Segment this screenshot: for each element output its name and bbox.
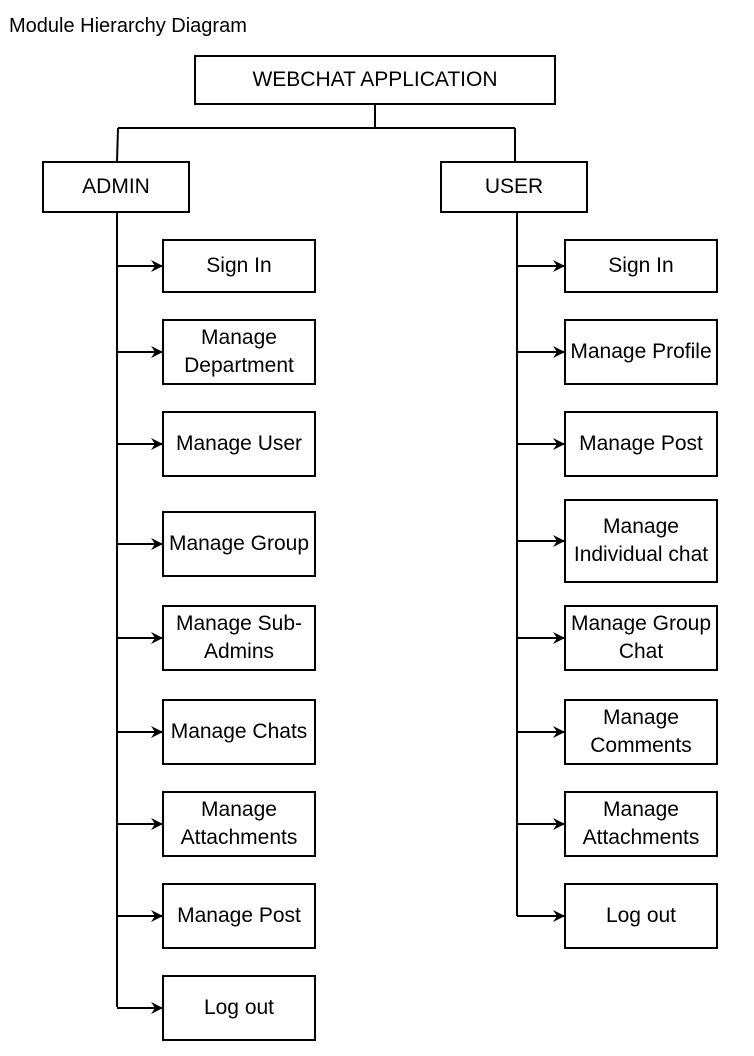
user-module-label: Manage Individual chat	[573, 515, 709, 566]
admin-module-label: Manage Post	[177, 904, 301, 927]
user-module-label: Manage Profile	[570, 340, 712, 363]
admin-arrows	[117, 260, 163, 1014]
root-label: WEBCHAT APPLICATION	[252, 68, 498, 91]
user-module-box: Manage Comments	[564, 699, 718, 765]
admin-module-box: Manage Chats	[162, 699, 316, 765]
user-module-box: Manage Post	[564, 411, 718, 477]
admin-module-label: Manage Sub-Admins	[175, 612, 303, 663]
user-module-label: Log out	[605, 904, 677, 927]
user-arrows	[517, 260, 565, 922]
admin-module-box: Manage Group	[162, 511, 316, 577]
admin-module-box: Manage Department	[162, 319, 316, 385]
admin-module-label: Log out	[203, 996, 275, 1019]
admin-module-box: Manage Attachments	[162, 791, 316, 857]
user-module-box: Log out	[564, 883, 718, 949]
admin-module-label: Manage Attachments	[180, 798, 298, 849]
user-module-box: Manage Group Chat	[564, 605, 718, 671]
admin-module-box: Manage User	[162, 411, 316, 477]
user-module-box: Sign In	[564, 239, 718, 293]
user-module-box: Manage Attachments	[564, 791, 718, 857]
root-box: WEBCHAT APPLICATION	[194, 55, 556, 105]
admin-module-box: Log out	[162, 975, 316, 1041]
admin-label: ADMIN	[82, 175, 150, 198]
user-module-label: Sign In	[608, 254, 674, 277]
user-module-label: Manage Comments	[590, 706, 692, 757]
user-box: USER	[440, 161, 588, 213]
admin-module-label: Manage User	[175, 432, 303, 455]
user-module-label: Manage Group Chat	[570, 612, 712, 663]
diagram-title: Module Hierarchy Diagram	[9, 15, 247, 37]
admin-box: ADMIN	[42, 161, 190, 213]
user-module-box: Manage Profile	[564, 319, 718, 385]
admin-module-label: Sign In	[206, 254, 272, 277]
admin-module-label: Manage Department	[184, 326, 294, 377]
admin-module-label: Manage Group	[168, 532, 310, 555]
admin-module-label: Manage Chats	[170, 720, 308, 743]
admin-module-box: Manage Post	[162, 883, 316, 949]
user-label: USER	[484, 175, 544, 198]
user-module-label: Manage Attachments	[582, 798, 700, 849]
user-module-box: Manage Individual chat	[564, 499, 718, 583]
admin-connector	[116, 127, 119, 163]
admin-module-box: Manage Sub-Admins	[162, 605, 316, 671]
admin-module-box: Sign In	[162, 239, 316, 293]
user-module-label: Manage Post	[579, 432, 703, 455]
